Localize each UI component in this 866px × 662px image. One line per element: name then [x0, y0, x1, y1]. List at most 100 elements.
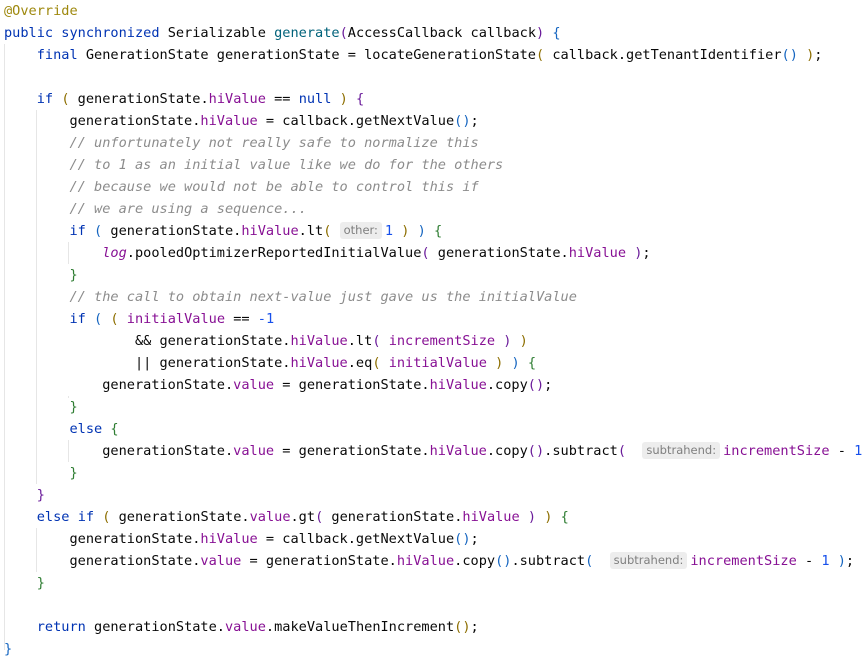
code-token: () [781, 47, 798, 63]
code-token: ) [536, 25, 545, 41]
code-token: -1 [257, 311, 275, 327]
code-token [520, 509, 528, 525]
code-line[interactable]: else { [4, 418, 118, 440]
code-token [4, 311, 69, 327]
code-token: ( [372, 355, 381, 371]
code-line[interactable]: // because we would not be able to contr… [4, 176, 478, 198]
code-line[interactable]: } [4, 264, 78, 286]
code-token: ) [806, 47, 815, 63]
code-token: .subtract [511, 553, 586, 569]
code-line[interactable]: } [4, 572, 45, 594]
code-token [4, 91, 37, 107]
code-token: generationState. [429, 245, 569, 261]
code-line[interactable]: if ( ( initialValue == -1 [4, 308, 274, 330]
code-line[interactable]: if ( generationState.hiValue == null ) { [4, 88, 364, 110]
code-line[interactable]: generationState.hiValue = callback.getNe… [4, 110, 478, 132]
code-token: ) [634, 245, 643, 261]
code-token: value [200, 553, 242, 569]
code-token: ( [61, 91, 70, 107]
code-token: { [552, 25, 561, 41]
code-token: ( [339, 25, 348, 41]
code-token: initialValue [126, 311, 226, 327]
inlay-parameter-hint: subtrahend: [642, 442, 721, 459]
code-line[interactable]: log.pooledOptimizerReportedInitialValue(… [4, 242, 651, 264]
code-token: hiValue [200, 113, 258, 129]
code-token [552, 509, 560, 525]
code-line[interactable]: // we are using a sequence... [4, 198, 306, 220]
code-token: generationState. [323, 509, 463, 525]
code-token: } [4, 641, 13, 657]
code-token: generationState. [4, 443, 234, 459]
code-token: ; [642, 245, 651, 261]
code-token: @Override [4, 3, 78, 19]
code-token: generationState. [110, 509, 250, 525]
code-token: generationState. [4, 531, 201, 547]
code-token: generate [274, 25, 340, 41]
code-line[interactable]: generationState.value = generationState.… [4, 550, 854, 572]
code-line[interactable]: } [4, 484, 45, 506]
code-token [511, 333, 519, 349]
code-token: ; [470, 531, 479, 547]
code-token: ) [417, 223, 426, 239]
code-token: || generationState. [4, 355, 291, 371]
code-token: generationState. [85, 619, 225, 635]
code-line[interactable]: } [4, 462, 78, 484]
code-line[interactable]: // the call to obtain next-value just ga… [4, 286, 576, 308]
code-token [70, 509, 78, 525]
code-token [487, 355, 495, 371]
code-line[interactable]: public synchronized Serializable generat… [4, 22, 561, 44]
code-line[interactable]: if ( generationState.hiValue.lt( other:1… [4, 220, 442, 242]
code-line[interactable]: else if ( generationState.value.gt( gene… [4, 506, 569, 528]
code-token [86, 223, 94, 239]
code-token: = generationState. [274, 443, 430, 459]
code-token [4, 267, 69, 283]
code-line[interactable]: } [4, 396, 77, 418]
code-token: incrementSize [690, 553, 797, 569]
code-token [626, 245, 634, 261]
code-token: } [36, 575, 45, 591]
code-token: } [36, 487, 45, 503]
code-token: Serializable [159, 25, 275, 41]
code-token [4, 487, 37, 503]
code-token: ( [323, 223, 332, 239]
code-token: hiValue [429, 443, 487, 459]
code-line[interactable]: && generationState.hiValue.lt( increment… [4, 330, 528, 352]
code-token: () [454, 619, 471, 635]
code-token: ( [102, 509, 111, 525]
code-line[interactable]: @Override [4, 0, 78, 22]
code-token: == [225, 311, 258, 327]
code-token: } [69, 267, 78, 283]
code-token: } [69, 465, 78, 481]
code-line[interactable]: generationState.value = generationState.… [4, 440, 866, 462]
code-token: hiValue [200, 531, 258, 547]
code-token [119, 311, 127, 327]
code-line[interactable]: generationState.hiValue = callback.getNe… [4, 528, 479, 550]
code-token [626, 443, 642, 459]
code-token: value [225, 619, 266, 635]
code-line[interactable]: || generationState.hiValue.eq( initialVa… [4, 352, 536, 374]
code-token: ( [315, 509, 324, 525]
code-token [4, 575, 37, 591]
code-token: value [233, 377, 275, 393]
code-token: null [298, 91, 332, 107]
code-token: ) [339, 91, 348, 107]
code-token: .lt [347, 333, 373, 349]
code-token: hiValue [568, 245, 627, 261]
code-line[interactable]: // unfortunately not really safe to norm… [4, 132, 478, 154]
code-token [830, 553, 838, 569]
indent-guide [4, 44, 5, 650]
code-token: hiValue [290, 355, 348, 371]
code-line[interactable]: // to 1 as an initial value like we do f… [4, 154, 503, 176]
code-token: ; [470, 619, 479, 635]
code-line[interactable]: generationState.value = generationState.… [4, 374, 552, 396]
code-token: .copy [486, 377, 528, 393]
code-line[interactable]: return generationState.value.makeValueTh… [4, 616, 479, 638]
code-token [381, 333, 389, 349]
code-token: ) [511, 355, 520, 371]
code-token: generationState. [102, 223, 242, 239]
indent-guide [36, 528, 37, 572]
code-line[interactable]: } [4, 638, 12, 660]
code-line[interactable]: final GenerationState generationState = … [4, 44, 823, 66]
code-token: // to 1 as an initial value like we do f… [69, 157, 504, 173]
